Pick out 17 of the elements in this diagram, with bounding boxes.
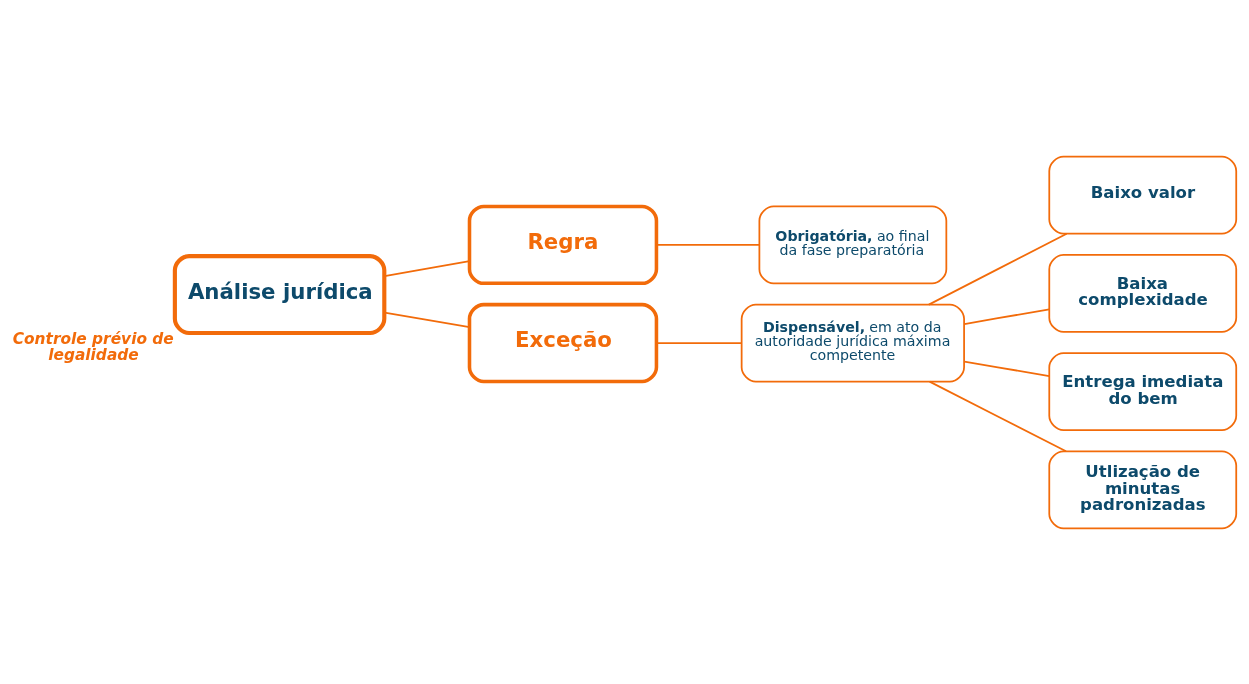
node-label: Controle prévio de legalidade xyxy=(12,329,174,364)
connector xyxy=(383,311,471,328)
node-box: Exceção xyxy=(467,302,659,383)
node-box: Entrega imediata do bem xyxy=(1048,351,1238,431)
node-box: Regra xyxy=(467,204,659,285)
node-box: Baixa complexidade xyxy=(1048,253,1238,333)
node-box: Obrigatória, ao final da fase preparatória xyxy=(758,205,948,284)
node-box: Análise jurídica xyxy=(172,253,387,335)
node-box: Baixo valor xyxy=(1048,155,1238,235)
connector xyxy=(963,360,1051,377)
connector xyxy=(655,341,743,344)
node-box: Utlização de minutas padronizadas xyxy=(1048,449,1238,529)
connector xyxy=(383,259,471,277)
node-box: Dispensável, em ato da autoridade jurídica máxima competente xyxy=(740,303,965,382)
connector xyxy=(928,380,1067,452)
connector xyxy=(963,307,1051,325)
connector xyxy=(655,243,761,246)
